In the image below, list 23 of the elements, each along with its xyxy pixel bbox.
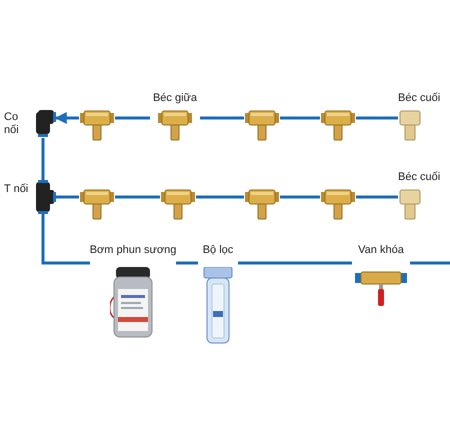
pipe: [42, 138, 44, 180]
part-label: Béc cuối: [398, 171, 440, 184]
pipe: [200, 116, 244, 120]
pipe: [238, 262, 352, 264]
pipe: [356, 196, 398, 198]
part-label: Bộ lọc: [202, 244, 234, 257]
part-label: T nối: [4, 183, 30, 196]
pipe: [176, 262, 198, 264]
pipe: [280, 196, 320, 198]
pipe: [42, 214, 90, 264]
pipe: [356, 116, 398, 120]
pipe: [115, 196, 160, 198]
pipe: [56, 196, 79, 198]
part-label: Bơm phun sương: [90, 244, 176, 257]
part-label: Van khóa: [358, 244, 404, 257]
pipe: [115, 116, 150, 120]
part-label: Co nối: [4, 111, 20, 137]
part-label: Béc cuối: [398, 92, 440, 105]
pipe: [54, 112, 79, 124]
part-label: Béc giữa: [152, 92, 198, 105]
pipe: [280, 116, 320, 120]
pipe: [196, 196, 244, 198]
pipe: [410, 262, 450, 264]
